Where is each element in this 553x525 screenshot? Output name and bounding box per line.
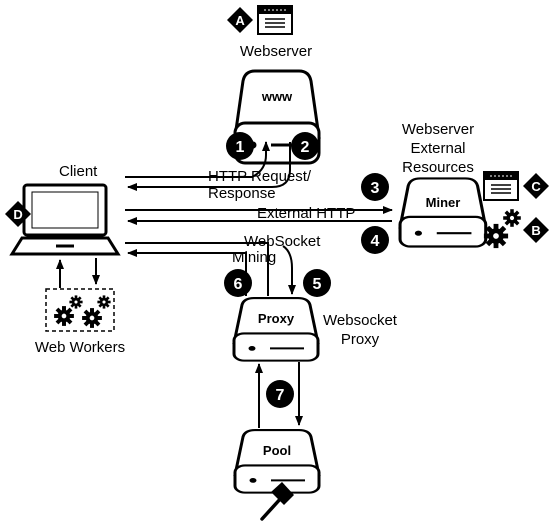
pool-server-icon [233,428,321,495]
http-request-arrow [125,141,270,178]
marker-a-label: A [235,13,245,28]
step-6-badge: 6 [224,269,252,297]
web-workers-box [45,288,115,332]
http-response-label: Response [208,185,276,202]
step-7-label: 7 [276,387,285,404]
proxy-label: Proxy [258,311,295,326]
websocket-client-to-proxy-arrow [125,242,269,296]
web-workers-gears-icon [54,295,111,328]
miner-label: Miner [426,195,461,210]
client-title: Client [59,163,98,180]
step-4-label: 4 [371,233,380,250]
step-1-badge: 1 [226,132,254,160]
step-5-label: 5 [313,276,322,293]
websocket-label: WebSocket [244,233,321,250]
marker-b: B [523,217,549,243]
step-2-label: 2 [301,139,310,156]
step-6-label: 6 [234,276,243,293]
marker-c-label: C [531,179,541,194]
miner-title-line-1: Webserver [402,121,474,138]
pool-label: Pool [263,443,291,458]
miner-gears-icon [483,209,521,249]
miner-server-icon [398,176,488,249]
external-http-label: External HTTP [257,205,355,222]
step-5-badge: 5 [303,269,331,297]
webserver-server-icon: www [233,69,321,165]
miner-title-line-2: External [410,140,465,157]
marker-c: C [523,173,549,199]
step-1-label: 1 [236,139,245,156]
marker-a: A [227,7,253,33]
proxy-title-line-2: Proxy [341,331,380,348]
hammer-icon [260,482,294,521]
proxy-server-icon [232,296,320,363]
marker-d: D [5,201,31,227]
marker-b-label: B [531,223,540,238]
marker-d-label: D [13,207,22,222]
mining-arrow [282,245,296,295]
web-workers-title: Web Workers [35,339,125,356]
step-2-badge: 2 [291,132,319,160]
step-4-badge: 4 [361,226,389,254]
client-laptop-icon [9,183,121,256]
step-7-badge: 7 [266,380,294,408]
webserver-document-icon [257,5,293,35]
step-3-badge: 3 [361,173,389,201]
http-response-arrow [127,142,291,191]
webserver-label: www [261,89,293,104]
proxy-title-line-1: Websocket [323,312,398,329]
http-request-label: HTTP Request/ [208,168,312,185]
mining-label: Mining [232,249,276,266]
step-3-label: 3 [371,180,380,197]
webserver-title: Webserver [240,43,312,60]
miner-title-line-3: Resources [402,159,474,176]
miner-document-icon [483,171,519,201]
